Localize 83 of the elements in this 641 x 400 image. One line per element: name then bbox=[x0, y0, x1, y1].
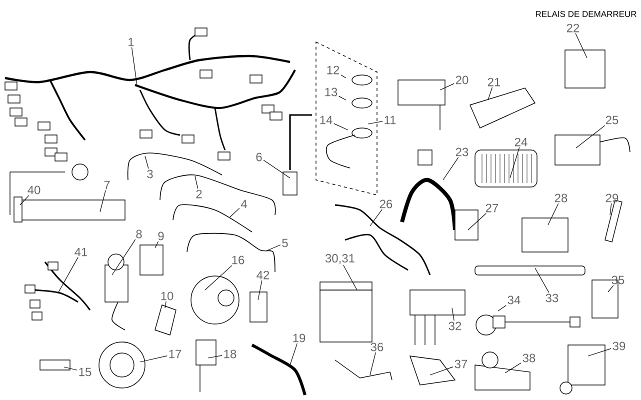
leader-line bbox=[204, 265, 232, 290]
callout-number: 1 bbox=[128, 38, 134, 46]
leader-line bbox=[20, 195, 30, 206]
leader-line bbox=[131, 47, 138, 86]
callout-number: 34 bbox=[508, 296, 520, 304]
callout-number: 33 bbox=[546, 294, 558, 302]
leader-line bbox=[608, 285, 614, 292]
leader-line bbox=[100, 190, 106, 212]
callout-number: 27 bbox=[486, 204, 498, 212]
callout-number: 7 bbox=[104, 180, 110, 190]
callout-number: 25 bbox=[606, 116, 618, 124]
leader-line bbox=[338, 96, 346, 100]
callout-number: 36 bbox=[370, 342, 384, 352]
leader-line bbox=[266, 244, 281, 252]
leader-line bbox=[498, 305, 506, 312]
leader-line bbox=[504, 362, 522, 374]
callout-number: 39 bbox=[612, 342, 626, 350]
callout-number: 28 bbox=[554, 194, 568, 202]
leader-line bbox=[575, 33, 588, 58]
leader-line bbox=[343, 264, 358, 290]
leader-line bbox=[452, 308, 454, 321]
leader-line bbox=[588, 348, 612, 356]
leader-line bbox=[290, 343, 298, 366]
leader-line bbox=[488, 87, 492, 100]
callout-number: 41 bbox=[74, 248, 88, 256]
callout-number: 3 bbox=[147, 170, 153, 178]
leader-line bbox=[430, 366, 454, 376]
leader-line bbox=[534, 268, 550, 293]
leader-line bbox=[154, 241, 159, 248]
callout-number: 29 bbox=[606, 194, 618, 202]
callout-number: 40 bbox=[28, 186, 40, 194]
callout-number: 13 bbox=[325, 88, 338, 96]
callout-number: 15 bbox=[79, 368, 92, 376]
leader-line bbox=[370, 352, 376, 376]
leader-line bbox=[510, 147, 520, 178]
leader-line bbox=[370, 209, 382, 226]
callout-number: 17 bbox=[169, 350, 182, 358]
callout-number: 4 bbox=[240, 200, 247, 208]
leader-line bbox=[468, 213, 486, 230]
leader-line bbox=[58, 257, 78, 294]
leader-line bbox=[440, 83, 454, 90]
callout-number: 8 bbox=[136, 230, 142, 238]
callout-number: 12 bbox=[327, 66, 340, 74]
leader-line bbox=[442, 157, 459, 180]
callout-number: 35 bbox=[612, 276, 624, 284]
leader-line bbox=[208, 355, 222, 358]
leader-line bbox=[368, 121, 383, 124]
leader-line bbox=[610, 203, 612, 216]
leader-line bbox=[144, 156, 149, 169]
callout-number: 23 bbox=[456, 148, 468, 156]
callout-number: 20 bbox=[456, 76, 468, 84]
callout-number: 30,31 bbox=[325, 254, 354, 264]
callout-number: 16 bbox=[232, 256, 244, 264]
callout-number: 37 bbox=[454, 360, 468, 368]
leader-line bbox=[64, 366, 78, 370]
callout-number: 6 bbox=[256, 152, 262, 162]
leader-line bbox=[334, 123, 348, 130]
leader-line bbox=[263, 160, 290, 178]
leader-line bbox=[576, 125, 606, 148]
callout-number: 11 bbox=[384, 116, 396, 124]
leader-line bbox=[140, 356, 168, 362]
callout-number: 32 bbox=[448, 322, 462, 330]
leader-line bbox=[112, 239, 136, 276]
callout-number: 10 bbox=[161, 292, 174, 300]
leader-line bbox=[340, 74, 346, 78]
leader-line bbox=[230, 208, 240, 218]
callout-number: 24 bbox=[514, 138, 528, 146]
callout-number: 18 bbox=[224, 350, 236, 358]
callout-number: 2 bbox=[196, 190, 202, 198]
leader-line bbox=[194, 176, 198, 189]
leader-line bbox=[258, 280, 262, 300]
callout-number: 22 bbox=[566, 24, 580, 32]
callout-number: 9 bbox=[158, 232, 164, 240]
callout-number: 38 bbox=[522, 354, 536, 362]
leader-line bbox=[164, 301, 166, 308]
callout-number: 26 bbox=[380, 200, 392, 208]
callout-number: 42 bbox=[256, 270, 270, 280]
heading: RELAIS DE DEMARREUR bbox=[536, 11, 636, 17]
leader-line bbox=[548, 203, 559, 226]
callout-number: 5 bbox=[282, 238, 288, 248]
callout-number: 19 bbox=[293, 334, 306, 342]
callout-number: 21 bbox=[488, 78, 500, 86]
callout-number: 14 bbox=[320, 116, 332, 124]
